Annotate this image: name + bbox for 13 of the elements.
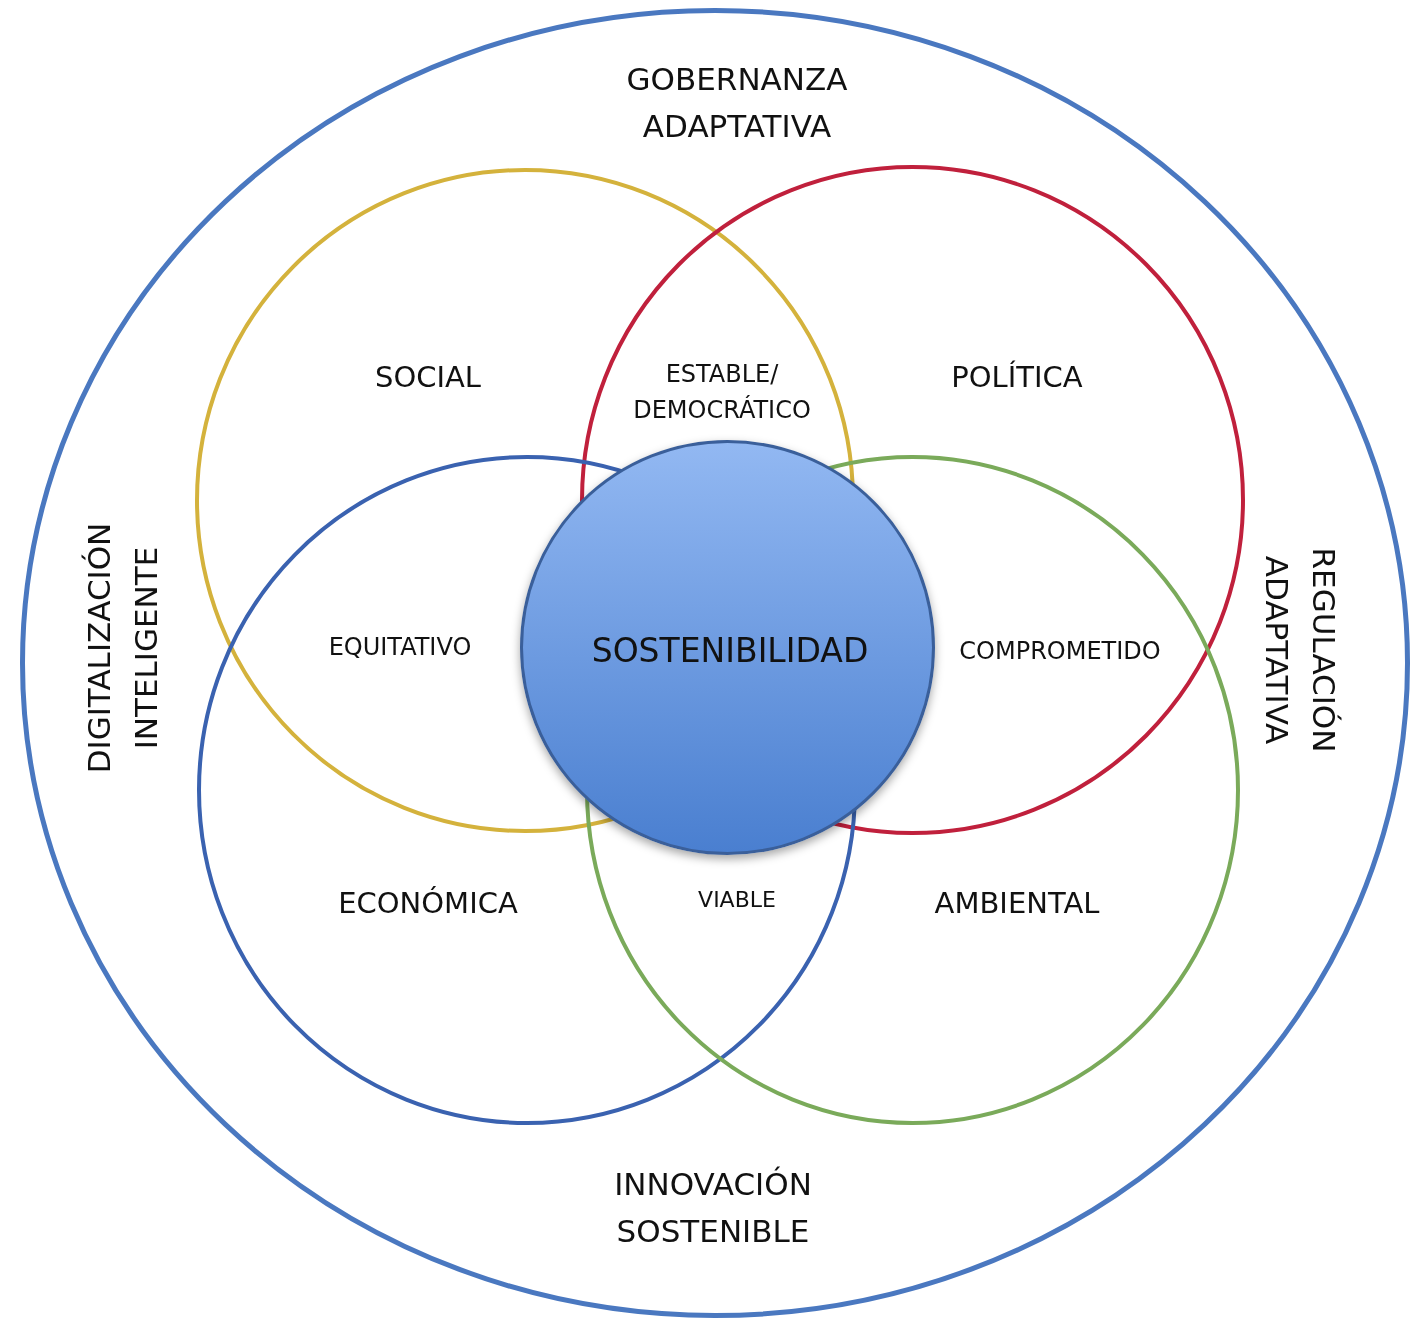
circle-label: SOCIAL xyxy=(375,359,481,397)
circle-label: POLÍTICA xyxy=(951,359,1083,397)
overlap-label: ESTABLE/ DEMOCRÁTICO xyxy=(633,359,811,426)
ring-label: GOBERNANZA ADAPTATIVA xyxy=(626,59,848,145)
circle-label: AMBIENTAL xyxy=(934,885,1100,923)
ring-label: DIGITALIZACIÓN INTELIGENTE xyxy=(79,522,164,774)
overlap-label: EQUITATIVO xyxy=(328,632,472,663)
center-label: SOSTENIBILIDAD xyxy=(591,630,869,673)
circle-label: ECONÓMICA xyxy=(338,885,518,923)
ring-label: REGULACIÓN ADAPTATIVA xyxy=(1258,547,1343,753)
ring-label: INNOVACIÓN SOSTENIBLE xyxy=(614,1164,812,1250)
overlap-label: COMPROMETIDO xyxy=(959,636,1161,667)
overlap-label: VIABLE xyxy=(698,885,776,914)
